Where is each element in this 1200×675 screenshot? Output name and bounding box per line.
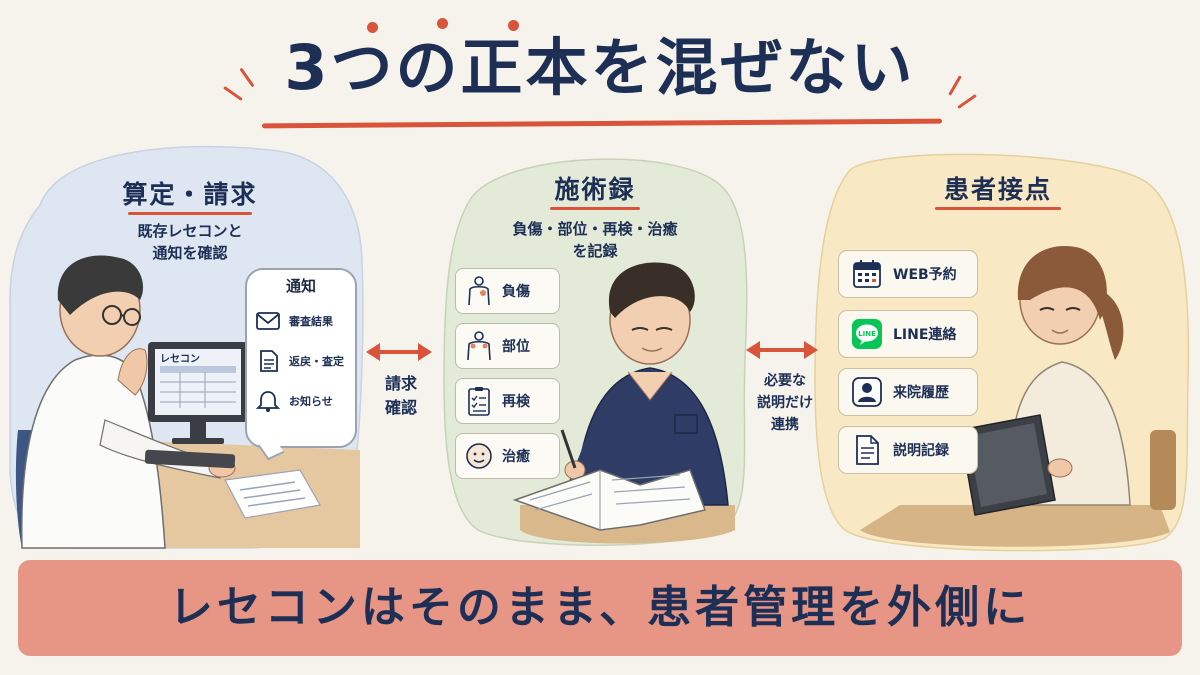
- contact-illustration: [860, 245, 1176, 547]
- smile-face-icon: [466, 443, 492, 469]
- line-icon: LINE: [852, 319, 882, 349]
- connector-label-left: 請求 確認: [366, 372, 436, 420]
- clipboard-icon: [468, 387, 490, 416]
- monitor-label: レセコン: [160, 353, 200, 365]
- contact-label: WEB予約: [893, 267, 957, 283]
- record-label: 治癒: [502, 449, 530, 465]
- connector-line: 必要な: [764, 373, 806, 389]
- record-label: 部位: [502, 339, 530, 355]
- billing-illustration: レセコン: [15, 255, 360, 549]
- panel-title-contact: 患者接点: [943, 175, 1052, 204]
- panel-title-records: 施術録: [554, 175, 636, 204]
- envelope-icon: [256, 312, 280, 330]
- arrow-right: [746, 341, 818, 359]
- panel-title-underline: [128, 212, 252, 215]
- record-item: 再検: [455, 378, 560, 424]
- panel-title-underline: [935, 207, 1061, 210]
- notification-label: 審査結果: [289, 315, 333, 328]
- bottom-banner: [18, 560, 1182, 656]
- record-label: 再検: [502, 394, 530, 410]
- contact-item: 来院履歴: [838, 368, 978, 416]
- calendar-icon: [853, 260, 881, 288]
- page-title: 3つの正本を混ぜない: [284, 31, 916, 104]
- bell-icon: [255, 391, 281, 412]
- body-part-icon: [467, 331, 491, 361]
- notification-item: 審査結果: [255, 308, 333, 334]
- panel-title-underline: [550, 207, 640, 210]
- contact-item: LINE LINE連絡: [838, 310, 978, 358]
- connector-line: 説明だけ: [757, 395, 813, 411]
- notification-item: お知らせ: [255, 388, 333, 414]
- contact-label: LINE連絡: [893, 327, 957, 343]
- contact-item: 説明記録: [838, 426, 978, 474]
- decor-dot: [508, 20, 519, 31]
- contact-item: WEB予約: [838, 250, 978, 298]
- document-icon: [260, 350, 278, 372]
- decor-dot: [367, 22, 378, 33]
- notification-title: 通知: [285, 277, 316, 295]
- panel-desc-records: 負傷・部位・再検・治癒 を記録: [465, 218, 725, 262]
- record-label: 負傷: [502, 284, 530, 300]
- banner-text: レセコンはそのまま、患者管理を外側に: [168, 582, 1032, 633]
- person-card-icon: [852, 377, 882, 407]
- connector-line: 連携: [771, 417, 799, 433]
- panel-title-billing: 算定・請求: [122, 180, 258, 209]
- document-icon: [856, 435, 879, 465]
- connector-label-right: 必要な 説明だけ 連携: [745, 370, 825, 436]
- panel-desc-billing: 既存レセコンと 通知を確認: [90, 220, 290, 264]
- body-injury-icon: [468, 276, 490, 306]
- record-item: 負傷: [455, 268, 560, 314]
- notification-item: 返戻・査定: [255, 348, 344, 374]
- desc-line: 通知を確認: [152, 244, 228, 262]
- record-item: 治癒: [455, 433, 560, 479]
- record-item: 部位: [455, 323, 560, 369]
- contact-label: 説明記録: [893, 443, 949, 459]
- decor-dot: [437, 18, 448, 29]
- line-icon-text: LINE: [858, 330, 876, 338]
- desc-line: を記録: [572, 242, 618, 260]
- desc-line: 既存レセコンと: [137, 222, 243, 240]
- desc-line: 負傷・部位・再検・治癒: [512, 220, 678, 238]
- arrow-left: [366, 343, 432, 361]
- notification-label: 返戻・査定: [289, 355, 344, 368]
- connector-line: 請求: [384, 374, 417, 393]
- notification-label: お知らせ: [289, 395, 333, 408]
- connector-line: 確認: [384, 398, 417, 417]
- contact-label: 来院履歴: [893, 385, 949, 401]
- records-illustration: [512, 262, 735, 544]
